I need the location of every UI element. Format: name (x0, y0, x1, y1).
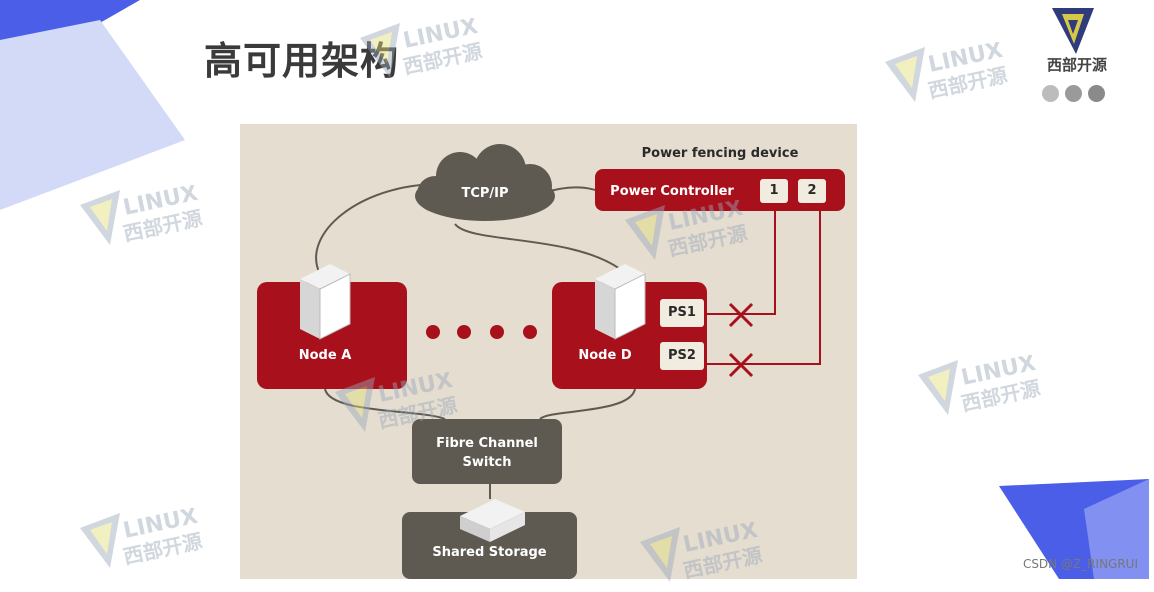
watermark-text-2: 西部开源 (401, 39, 484, 79)
top-left-decoration (0, 0, 185, 210)
source-credit: CSDN @Z_RINGRUI (1022, 557, 1138, 571)
node-d-label: Node D (578, 348, 632, 363)
storage-device-icon (460, 499, 525, 542)
ellipsis-dots (426, 325, 537, 339)
page-title: 高可用架构 (204, 39, 400, 83)
logo-icon (1052, 8, 1094, 54)
watermark-text-2: 西部开源 (121, 529, 204, 569)
bottom-right-decoration (999, 479, 1149, 579)
watermark: LINUX 西部开源 (885, 42, 1009, 103)
server-icon-a (300, 264, 351, 340)
node-a-label: Node A (298, 348, 352, 363)
fibre-switch-box (412, 419, 562, 484)
watermark-text-1: LINUX (926, 42, 1005, 78)
watermark: LINUX 西部开源 (918, 355, 1042, 416)
switch-label-line1: Fibre Channel (436, 436, 538, 451)
fence-x-marks (728, 302, 754, 378)
power-fencing-label: Power fencing device (641, 146, 799, 161)
pagination-dots (1042, 85, 1105, 102)
power-controller-label: Power Controller (610, 184, 734, 199)
node-a-box (257, 282, 407, 389)
dot (1088, 85, 1105, 102)
logo-text: 西部开源 (1046, 56, 1107, 74)
shared-storage-box (402, 512, 577, 579)
switch-label-line2: Switch (462, 455, 512, 470)
ps1-badge: PS1 (660, 299, 704, 327)
watermark-text-1: LINUX (121, 508, 200, 544)
ha-architecture-diagram: Power fencing device Power Controller 1 … (240, 124, 857, 579)
port-1: 1 (760, 179, 788, 203)
dot (1042, 85, 1059, 102)
watermark-text-2: 西部开源 (959, 376, 1042, 416)
ps2-badge: PS2 (660, 342, 704, 370)
watermark-text-1: LINUX (959, 355, 1038, 391)
power-cables (705, 204, 821, 365)
dot (1065, 85, 1082, 102)
tcpip-cloud (415, 144, 555, 221)
watermark-text-2: 西部开源 (926, 63, 1009, 103)
port-2: 2 (798, 179, 826, 203)
tcpip-label: TCP/IP (461, 186, 509, 201)
watermark: LINUX 西部开源 (80, 508, 204, 569)
server-icon-d (595, 264, 646, 340)
shared-storage-label: Shared Storage (432, 545, 547, 560)
watermark-text-1: LINUX (401, 18, 480, 54)
